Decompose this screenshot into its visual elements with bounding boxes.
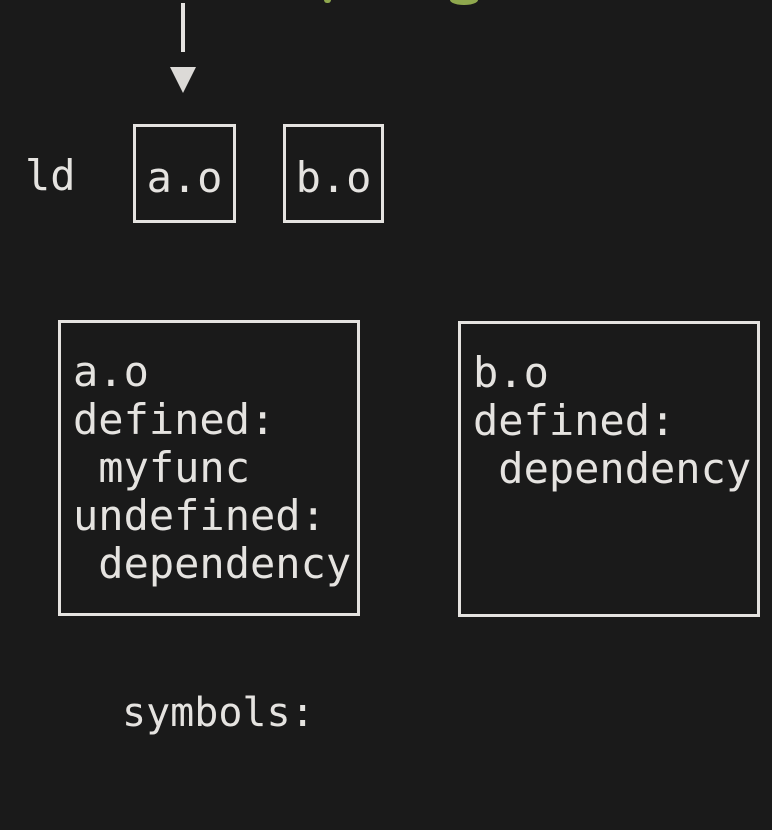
symbol-table-text-bo: b.o defined: dependency: [473, 348, 752, 493]
object-file-box-ao: a.o: [133, 124, 236, 223]
symbols-caption: symbols:: [122, 690, 315, 736]
linker-label: ld: [25, 151, 76, 200]
clipped-green-text-fragment: [450, 0, 478, 5]
symbol-table-text-ao: a.o defined: myfunc undefined: dependenc…: [73, 347, 352, 588]
object-file-box-bo: b.o: [283, 124, 384, 223]
object-file-label-bo: b.o: [295, 152, 372, 202]
clipped-green-text-fragment: [324, 0, 331, 3]
down-arrow-shaft: [181, 3, 185, 52]
object-file-label-ao: a.o: [146, 152, 223, 202]
symbol-table-box-bo: b.o defined: dependency: [458, 321, 760, 617]
down-arrow-head-icon: [170, 67, 196, 93]
symbol-table-box-ao: a.o defined: myfunc undefined: dependenc…: [58, 320, 360, 616]
